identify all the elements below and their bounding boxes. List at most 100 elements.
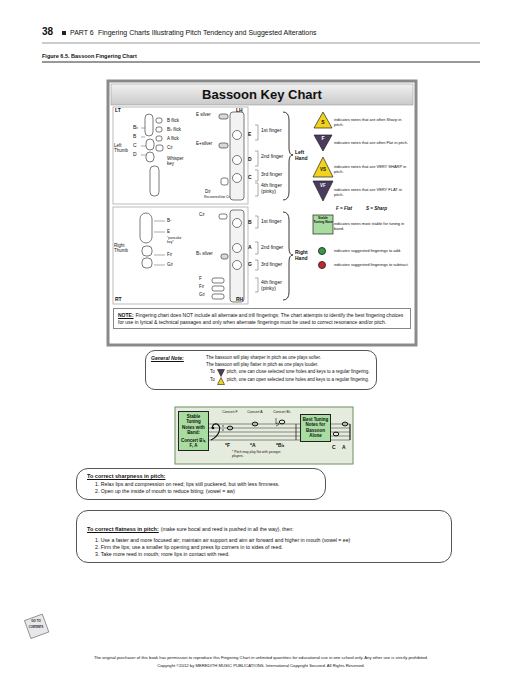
chart-label: 3rd finger	[261, 172, 282, 178]
chart-label: 1st finger	[261, 128, 282, 134]
chart-label: B flick	[167, 118, 179, 123]
chart-label: A	[342, 445, 346, 451]
chart-label: Fingering Charts Illustrating Pitch Tend…	[98, 29, 317, 37]
note-row: To pitch, one can open selected tone hole…	[210, 377, 370, 385]
chart-label: G♯	[167, 262, 173, 267]
box-line: 3. Take more reed in mouth; more lips in…	[87, 551, 441, 558]
chart-label: * Pitch may play flat with younger playe…	[232, 451, 290, 459]
chart-label: 38	[42, 26, 53, 38]
sharp-icon	[217, 377, 225, 385]
chart-label: Left Hand	[295, 150, 313, 162]
note-line: To	[210, 377, 215, 384]
chart-label: A flick	[167, 136, 179, 141]
text-box: To correct sharpness in pitch:1. Relax l…	[76, 468, 326, 500]
figure-caption: Figure 6.5. Bassoon Fingering Chart	[42, 53, 137, 59]
chart-label: CONTENTS	[28, 627, 44, 630]
chart-label: E	[167, 229, 170, 234]
chart-label: S = Sharp	[366, 206, 387, 211]
legend-text: indicates notes that are often Sharp in …	[334, 117, 412, 127]
note-body: NOTE:Fingering chart does NOT include al…	[118, 312, 406, 325]
chart-label: F = Flat	[336, 206, 352, 211]
chart-label: C	[332, 445, 336, 451]
chart-label: D♯	[205, 189, 211, 194]
chart-label: B♭	[133, 125, 138, 131]
chart-label: RT	[115, 297, 122, 303]
note-line: The bassoon will play sharper in pitch a…	[206, 355, 370, 362]
chart-label: F♯	[167, 252, 172, 257]
chart-label: *A	[250, 443, 256, 449]
chart-label: 4th finger (pinky)	[261, 280, 285, 292]
chart-label: *F	[225, 443, 230, 449]
chart-label: B-	[167, 218, 172, 223]
text-box: Stable Tuning Notes with Band: Concert B♭…	[178, 411, 209, 451]
legend-text: indicates suggested fingerings to add.	[334, 248, 412, 253]
chart-label: S	[318, 120, 328, 126]
chart-label: Recovered low C♯	[204, 196, 230, 200]
chart-label: C♯	[167, 145, 173, 150]
chart-label: C	[248, 175, 252, 181]
box-heading: To correct sharpness in pitch:	[87, 473, 315, 481]
chart-label: Right Hand	[295, 250, 313, 262]
box-line: 1. Use a faster and more focused air; ma…	[87, 537, 441, 544]
box-line: (make sure bocal and reed is pushed in a…	[161, 526, 294, 532]
legend-text: indicates notes that are VERY SHARP in p…	[334, 164, 412, 174]
text-box: General Note: The bassoon will play sharp…	[145, 350, 377, 390]
chart-label: 1st finger	[261, 219, 282, 225]
chart-label: D	[133, 152, 137, 158]
note-text: Fingering chart does NOT include all alt…	[118, 312, 403, 325]
chart-label: 3rd finger	[261, 262, 282, 268]
tuning-text: Best Tuning Notes for Bassoon Alone	[302, 417, 329, 439]
chart-label: B♭ silver	[196, 251, 213, 256]
box-line: 1. Relax lips and compression on reed; l…	[87, 481, 315, 488]
legend-text: indicates suggested fingerings to subtra…	[334, 262, 412, 267]
chart-label: "pancake key"	[167, 236, 189, 244]
note-line: The bassoon will play flatter in pitch a…	[206, 362, 370, 369]
box-line: 2. Firm the lips; use a smaller lip open…	[87, 544, 441, 551]
chart-label: B♭ flick	[167, 127, 181, 132]
tuning-text: Concert B♭, F, A	[180, 438, 207, 449]
tuning-text: Stable Tuning Notes with Band:	[180, 414, 207, 436]
chart-label: GO TO	[28, 620, 44, 623]
chart-label: LH	[236, 108, 243, 114]
text-box: To correct flatness in pitch:(make sure …	[76, 510, 452, 563]
chart-label: 2nd finger	[261, 154, 283, 160]
chart-label: Whisper key	[167, 156, 187, 166]
chart-label: 4th finger (pinky)	[261, 183, 285, 195]
legend-swatch	[318, 247, 326, 255]
note-line: pitch, one can close selected tone holes…	[227, 369, 370, 376]
chart-label: Concert A	[246, 410, 264, 414]
legend-text: indicates notes most stable for tuning i…	[334, 221, 412, 231]
note-line: pitch, one can open selected tone holes …	[227, 377, 369, 384]
chart-label: Copyright ©2012 by MEREDITH MUSIC PUBLIC…	[40, 664, 482, 669]
chart-label: E silver	[196, 112, 211, 117]
box-heading: To correct flatness in pitch:	[87, 526, 159, 532]
chart-label: Concert B♭	[272, 410, 292, 414]
note-heading: General Note:	[151, 355, 184, 361]
chart-label: C	[133, 143, 137, 149]
chart-label: PART 6	[70, 29, 94, 37]
note-heading: NOTE:	[118, 312, 134, 318]
chart-label: C♯	[199, 212, 205, 217]
chart-label: The original purchaser of this book has …	[40, 656, 482, 661]
note-line: To	[210, 369, 215, 376]
chart-label: F	[318, 136, 328, 142]
chart-label: G	[248, 262, 252, 268]
flat-icon	[217, 369, 225, 377]
chart-label: F	[199, 276, 202, 281]
chart-label: Right Thumb	[114, 243, 134, 253]
text-box: NOTE:Fingering chart does NOT include al…	[113, 308, 411, 329]
chart-label: *B♭	[276, 443, 284, 449]
chart-label: F♯	[199, 284, 204, 289]
chart-label: LT	[115, 108, 121, 114]
box-line: 2. Open up the inside of mouth to reduce…	[87, 488, 315, 495]
chart-label: VF	[318, 183, 328, 188]
chart-label: Concert F	[221, 410, 239, 414]
legend-text: indicates notes that are often Flat in p…	[334, 140, 412, 145]
box-heading-row: To correct flatness in pitch:(make sure …	[87, 515, 441, 537]
chart-label: E	[248, 132, 251, 138]
legend-swatch	[318, 261, 326, 269]
note-row: To pitch, one can close selected tone hol…	[210, 369, 370, 377]
chart-title: Bassoon Key Chart	[108, 87, 416, 102]
